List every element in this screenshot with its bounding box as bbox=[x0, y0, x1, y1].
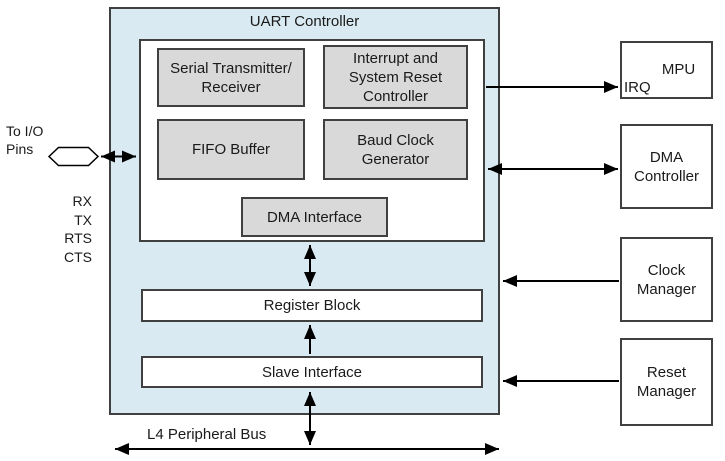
block-dma-interface: DMA Interface bbox=[241, 197, 388, 237]
block-interrupt-system-reset-controller: Interrupt and System Reset Controller bbox=[323, 45, 468, 109]
pin-signal-labels: RX TX RTS CTS bbox=[64, 193, 92, 266]
block-register-block: Register Block bbox=[141, 289, 483, 322]
irq-label: IRQ bbox=[624, 79, 651, 96]
box-clock-manager: Clock Manager bbox=[620, 237, 713, 322]
l4-peripheral-bus-label: L4 Peripheral Bus bbox=[147, 426, 267, 443]
io-pins-label: To I/O Pins bbox=[6, 123, 44, 157]
block-slave-interface: Slave Interface bbox=[141, 356, 483, 388]
block-fifo-buffer: FIFO Buffer bbox=[157, 119, 305, 180]
box-mpu: MPU IRQ bbox=[620, 41, 713, 99]
block-baud-clock-generator: Baud Clock Generator bbox=[323, 119, 468, 180]
uart-controller-title: UART Controller bbox=[249, 13, 360, 30]
block-serial-transmitter-receiver: Serial Transmitter/ Receiver bbox=[157, 48, 305, 107]
mpu-label: MPU bbox=[661, 61, 696, 78]
box-dma-controller: DMA Controller bbox=[620, 124, 713, 209]
box-reset-manager: Reset Manager bbox=[620, 338, 713, 426]
